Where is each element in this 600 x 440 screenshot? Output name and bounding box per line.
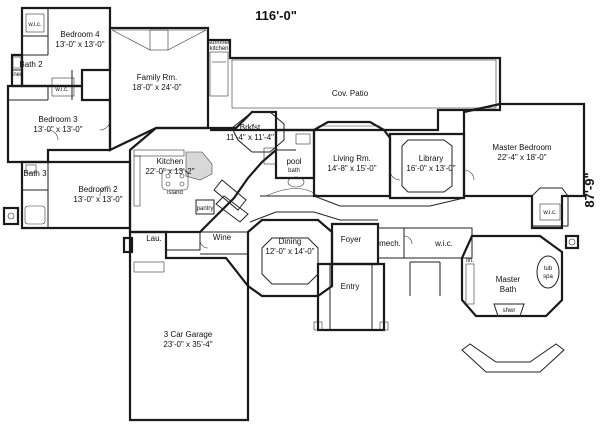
living-room-label: Living Rm. <box>333 154 371 163</box>
pantry-label: pantry <box>197 206 214 212</box>
brkfst-label: Brkfst <box>240 123 261 132</box>
wic-foyer-label: w.i.c. <box>434 239 453 248</box>
summer-kitchen-label: summer <box>208 40 230 46</box>
foyer-label: Foyer <box>341 235 362 244</box>
master-bedroom-walls <box>462 102 586 250</box>
summer-kitchen-label-2: kitchen <box>209 46 228 52</box>
master-bath-walls <box>460 234 565 373</box>
kitchen-label: Kitchen <box>157 157 184 166</box>
gallery <box>249 188 465 223</box>
garage-walls <box>122 230 250 422</box>
depth-dimension: 87'-9" <box>582 172 597 207</box>
patio-label: Cov. Patio <box>332 89 369 98</box>
shower-label: shwr <box>503 308 516 314</box>
entry-label: Entry <box>341 282 360 291</box>
pool-label: pool <box>286 157 301 166</box>
bedroom3-size: 13'-0" x 13'-0" <box>33 125 82 134</box>
family-room-label: Family Rm. <box>137 73 177 82</box>
tub-label: tub <box>544 266 553 272</box>
bath3-label: Bath 3 <box>23 169 47 178</box>
wic-bed3-label: w.i.c. <box>54 87 69 93</box>
kitchen-size: 22'-0" x 13'-2" <box>145 167 194 176</box>
master-bath-label: Master <box>496 275 521 284</box>
bedroom4-size: 13'-0" x 13'-0" <box>55 40 104 49</box>
door-swings <box>47 119 475 249</box>
mech-label: mech. <box>379 239 401 248</box>
library-label: Library <box>419 154 443 163</box>
bath2-label: Bath 2 <box>19 60 43 69</box>
master-bath-label-2: Bath <box>500 285 516 294</box>
master-bedroom-size: 22'-4" x 18'-0" <box>497 153 546 162</box>
wine-label: Wine <box>213 233 232 242</box>
dining-label: Dining <box>279 237 302 246</box>
laundry-label: Lau. <box>146 234 162 243</box>
bedroom3-label: Bedroom 3 <box>38 115 78 124</box>
bedroom4-label: Bedroom 4 <box>60 30 100 39</box>
island-label: island <box>167 190 183 196</box>
brkfst-size: 11'-4" x 11'-4" <box>226 133 274 142</box>
garage-size: 23'-0" x 35'-4" <box>163 340 212 349</box>
dining-size: 12'-0" x 14'-0" <box>265 247 314 256</box>
master-bedroom-label: Master Bedroom <box>492 143 551 152</box>
wic-bed4-label: w.i.c. <box>27 22 42 28</box>
dining-foyer-entry <box>246 218 473 332</box>
living-room-size: 14'-8" x 15'-0" <box>327 164 376 173</box>
linen-label: linen <box>11 72 24 78</box>
wic-master-label: w.i.c. <box>542 210 557 216</box>
lin-label: lin. <box>466 258 474 264</box>
bedroom2-size: 13'-0" x 13'-0" <box>73 195 122 204</box>
covered-patio <box>208 38 502 132</box>
garage-label: 3 Car Garage <box>164 330 213 339</box>
library-size: 16'-0" x 13'-0" <box>406 164 455 173</box>
living-room-walls <box>312 120 392 198</box>
spa-label: spa <box>543 274 553 280</box>
bedroom2-label: Bedroom 2 <box>78 185 118 194</box>
pool-bath-label: bath <box>288 168 300 174</box>
width-dimension: 116'-0" <box>255 8 297 23</box>
family-room-size: 18'-0" x 24'-0" <box>132 83 181 92</box>
